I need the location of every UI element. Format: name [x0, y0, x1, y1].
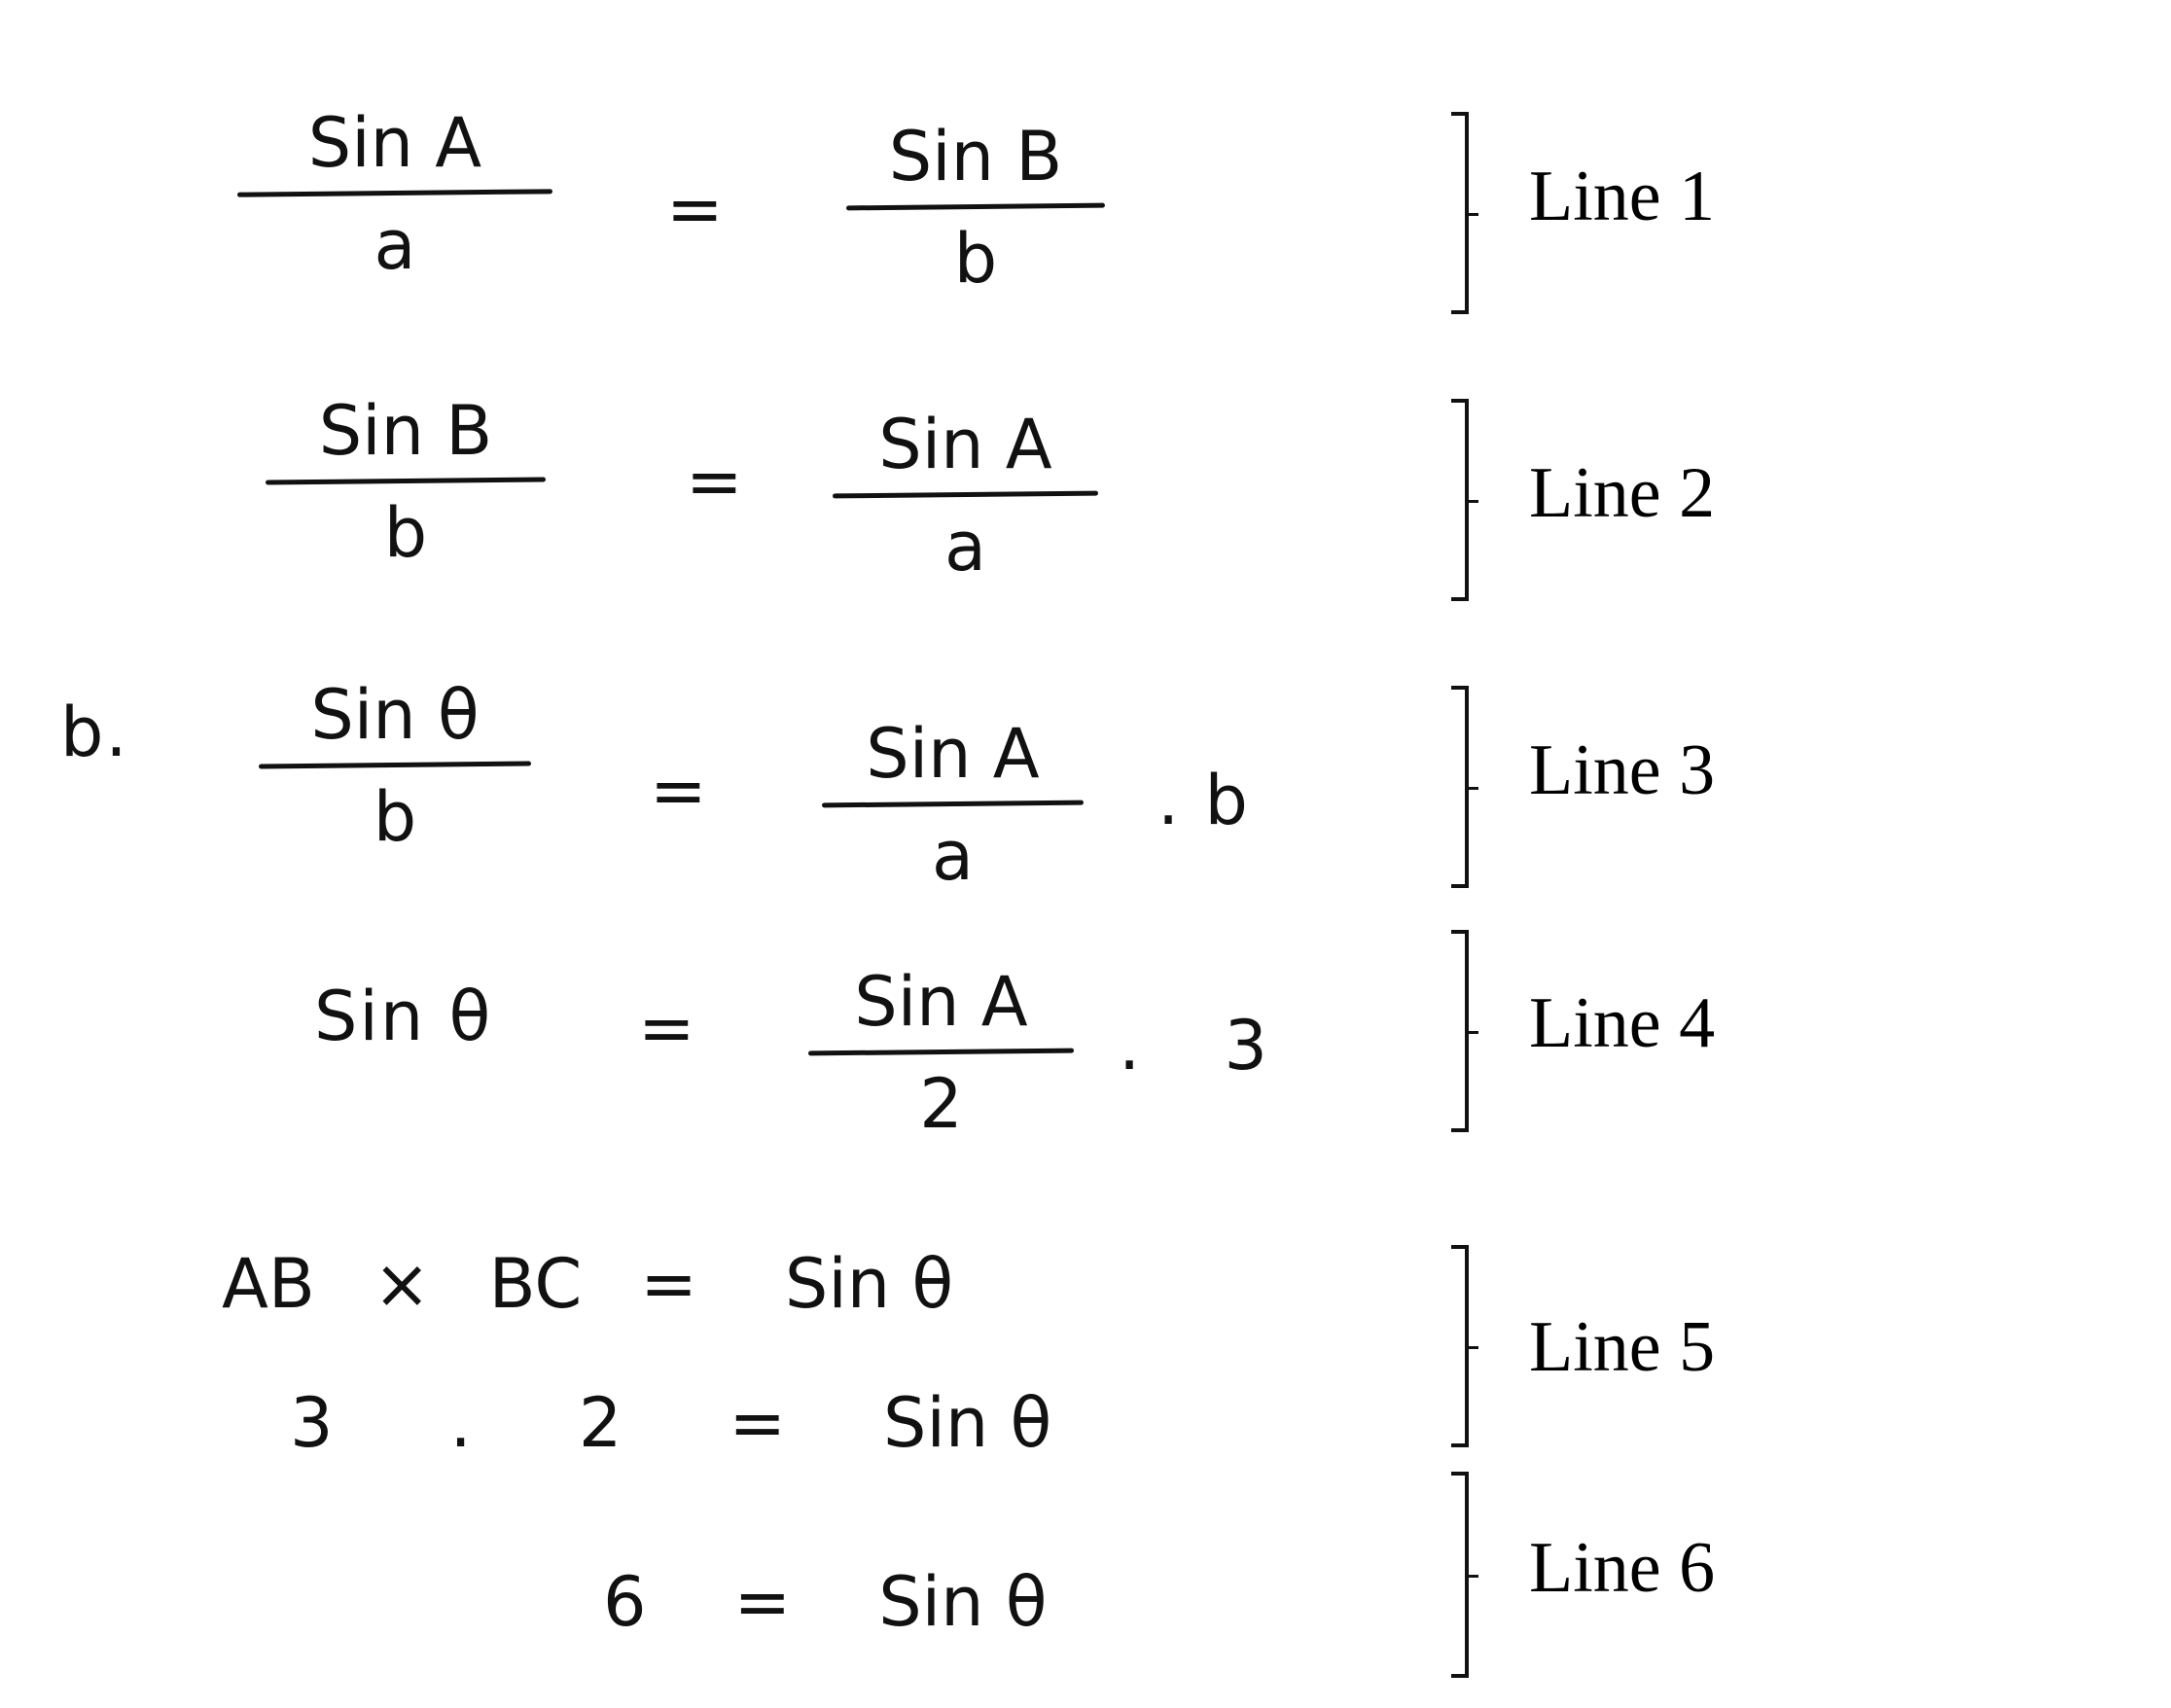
numerator: Sin B: [318, 391, 493, 471]
token: Sin θ: [883, 1383, 1052, 1463]
equals-sign: =: [650, 751, 709, 831]
fraction-bar: [258, 761, 532, 769]
numerator: Sin A: [307, 103, 482, 183]
token: Sin θ: [784, 1244, 954, 1324]
line3-lhs-fraction: Sin θ b: [258, 675, 532, 857]
token: 3: [290, 1383, 334, 1463]
token: AB: [222, 1244, 315, 1324]
line5-row1: AB × BC = Sin θ: [222, 1250, 953, 1318]
line4-rhs-fraction: Sin A 2: [807, 962, 1075, 1144]
token: .: [449, 1383, 472, 1463]
numerator: Sin A: [878, 405, 1052, 484]
line1-rhs-fraction: Sin B b: [845, 117, 1106, 299]
denominator: a: [932, 816, 974, 896]
fraction-bar: [832, 490, 1099, 499]
numerator: Sin θ: [310, 675, 480, 755]
token: =: [733, 1562, 792, 1642]
line4-lhs: Sin θ: [314, 977, 493, 1056]
prefix-b: b.: [60, 693, 129, 772]
line-label: Line 6: [1529, 1528, 1716, 1608]
line2-rhs-fraction: Sin A a: [832, 405, 1099, 587]
line6-row: 6 = Sin θ: [603, 1568, 1048, 1636]
equals-sign: =: [686, 442, 745, 521]
line2-lhs-fraction: Sin B b: [265, 391, 547, 573]
line-label: Line 1: [1529, 157, 1716, 236]
fraction-bar: [236, 189, 553, 197]
denominator: 2: [919, 1064, 963, 1144]
line-label: Line 5: [1529, 1307, 1716, 1387]
token: =: [640, 1244, 697, 1324]
multiply-b: . b: [1157, 761, 1250, 840]
numerator: Sin B: [888, 117, 1063, 196]
line5-row2: 3 . 2 = Sin θ: [290, 1389, 1051, 1457]
token: 6: [603, 1562, 647, 1642]
denominator: b: [953, 219, 998, 299]
fraction-bar: [821, 800, 1085, 808]
bracket: [1451, 686, 1478, 888]
equals-sign: =: [638, 988, 697, 1068]
fraction-bar: [845, 202, 1106, 211]
bracket: [1451, 112, 1478, 314]
line-label: Line 3: [1529, 730, 1716, 810]
bracket: [1451, 930, 1478, 1132]
line1-lhs-fraction: Sin A a: [236, 103, 553, 285]
token: =: [729, 1383, 787, 1463]
token: 2: [578, 1383, 623, 1463]
token: Sin θ: [878, 1562, 1048, 1642]
denominator: a: [374, 205, 416, 285]
equals-sign: =: [666, 169, 726, 249]
fraction-bar: [807, 1048, 1075, 1056]
denominator: b: [383, 493, 428, 573]
line3-rhs-fraction: Sin A a: [821, 714, 1085, 896]
bracket: [1451, 1245, 1478, 1447]
bracket: [1451, 399, 1478, 601]
denominator: a: [944, 507, 986, 587]
numerator: Sin A: [854, 962, 1028, 1042]
token: BC: [488, 1244, 583, 1324]
bracket: [1451, 1472, 1478, 1678]
denominator: b: [373, 777, 417, 857]
line-label: Line 2: [1529, 453, 1716, 533]
multiply-3: . 3: [1119, 1006, 1270, 1085]
token: ×: [373, 1244, 431, 1324]
fraction-bar: [265, 477, 547, 485]
line-label: Line 4: [1529, 983, 1716, 1063]
numerator: Sin A: [866, 714, 1040, 794]
